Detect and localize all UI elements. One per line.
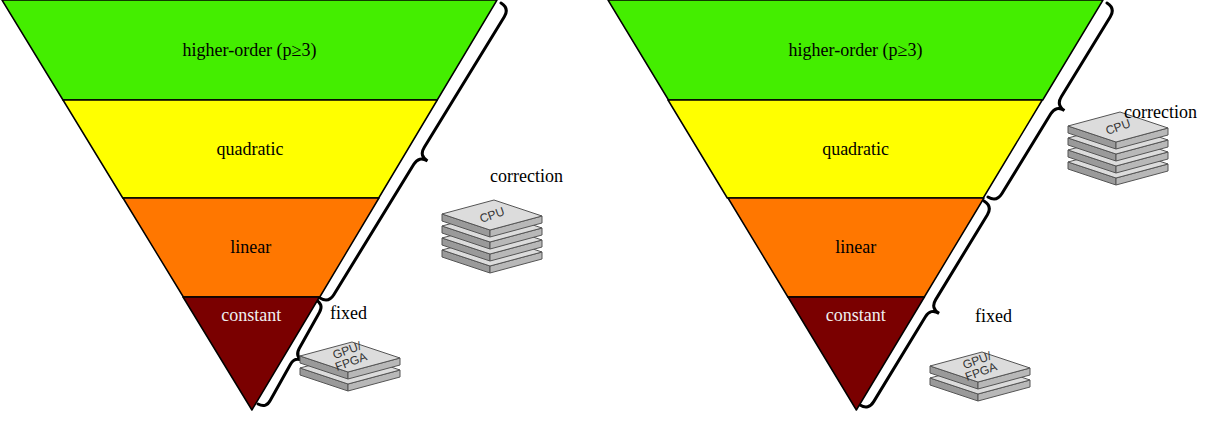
pyramid-band: quadratic — [668, 100, 1042, 198]
band-label: linear — [230, 237, 271, 258]
pyramid-band: linear — [728, 198, 984, 297]
band-label: higher-order (p≥3) — [183, 40, 317, 61]
brace-label: fixed — [330, 303, 367, 324]
brace-label: correction — [490, 166, 563, 187]
pyramid-band: higher-order (p≥3) — [608, 0, 1103, 100]
brace-label: correction — [1124, 102, 1197, 123]
band-label: quadratic — [217, 139, 284, 160]
pyramid-band: constant — [183, 297, 319, 410]
band-label: higher-order (p≥3) — [789, 40, 923, 61]
band-label: constant — [826, 305, 886, 326]
band-label: constant — [221, 305, 281, 326]
pyramid-band: constant — [788, 297, 924, 410]
band-label: quadratic — [822, 139, 889, 160]
pyramid-band: higher-order (p≥3) — [2, 0, 497, 100]
pyramid-band: quadratic — [63, 100, 437, 198]
pyramid-band: linear — [123, 198, 379, 297]
chip-plate — [442, 200, 542, 237]
band-label: linear — [835, 237, 876, 258]
brace-label: fixed — [975, 306, 1012, 327]
